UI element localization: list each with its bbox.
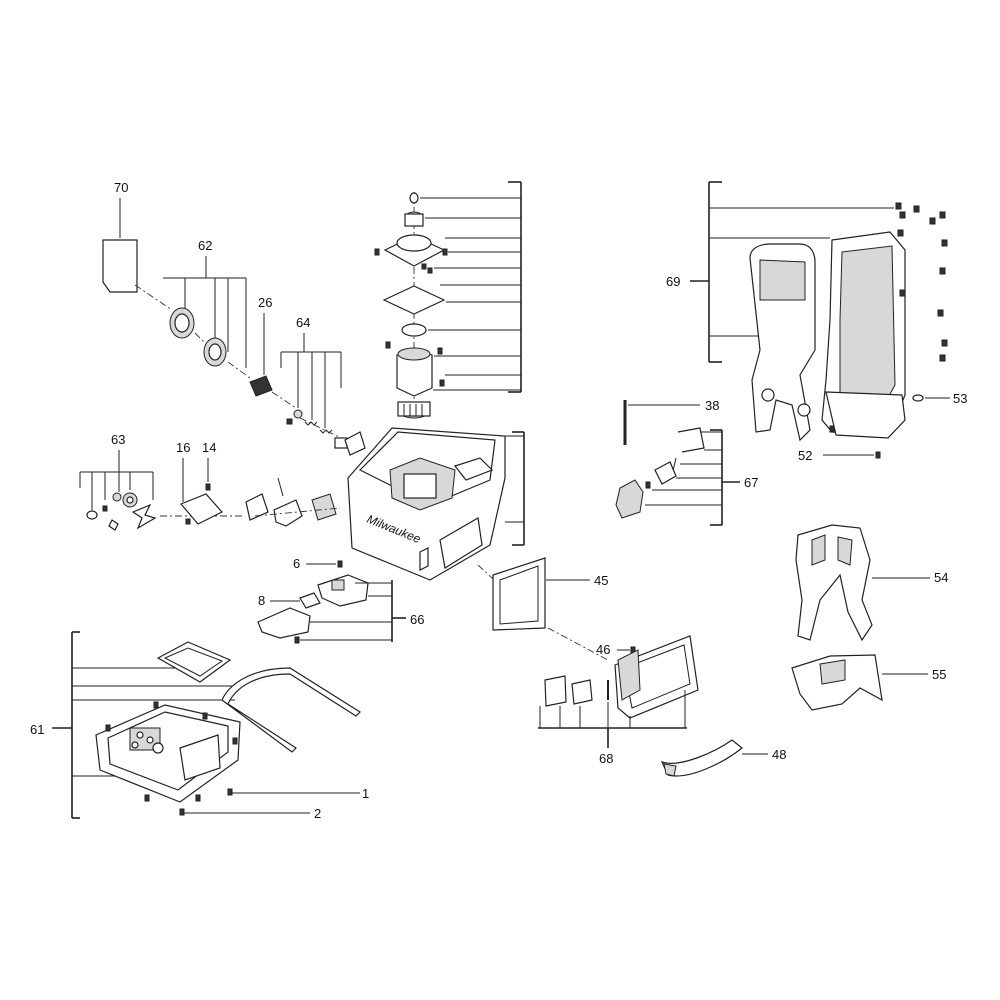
label-26: 26 [258, 295, 272, 310]
part-68-side-cover: 68 [538, 635, 699, 766]
label-66: 66 [410, 612, 424, 627]
part-46-screw: 46 [596, 642, 636, 657]
part-70-manual: 70 [102, 180, 173, 311]
motor-stack [374, 181, 522, 419]
latch-assembly [245, 477, 341, 527]
part-63-switch-parts: 63 [79, 432, 245, 531]
label-8: 8 [258, 593, 265, 608]
label-38: 38 [705, 398, 719, 413]
label-54: 54 [934, 570, 948, 585]
part-38-pin: 38 [623, 398, 719, 445]
part-45-filter: 45 [492, 557, 608, 661]
part-16-cover-plate: 16 [176, 440, 223, 525]
part-62-filter-caps: 62 [163, 238, 251, 379]
label-68: 68 [599, 751, 613, 766]
part-48-handle: 48 [660, 739, 786, 777]
part-67-hinge-assembly: 67 [615, 427, 758, 526]
label-53: 53 [953, 391, 967, 406]
label-14: 14 [202, 440, 216, 455]
label-1: 1 [362, 786, 369, 801]
label-48: 48 [772, 747, 786, 762]
label-61: 61 [30, 722, 44, 737]
label-2: 2 [314, 806, 321, 821]
label-62: 62 [198, 238, 212, 253]
label-52: 52 [798, 448, 812, 463]
label-16: 16 [176, 440, 190, 455]
part-64-springs: 64 [280, 315, 348, 449]
part-54-harness: 54 [795, 524, 948, 642]
part-55-belt: 55 [791, 654, 946, 711]
label-64: 64 [296, 315, 310, 330]
part-14-screw: 14 [202, 440, 216, 491]
part-26-switch: 26 [249, 295, 297, 409]
label-46: 46 [596, 642, 610, 657]
label-70: 70 [114, 180, 128, 195]
part-66-latch-assembly: 6 8 66 [257, 556, 424, 644]
part-69-back-frame: 69 53 52 [666, 181, 967, 463]
main-housing: Milwaukee [344, 427, 525, 591]
label-45: 45 [594, 573, 608, 588]
label-55: 55 [932, 667, 946, 682]
label-6: 6 [293, 556, 300, 571]
label-67: 67 [744, 475, 758, 490]
part-61-base: 61 1 2 [30, 631, 369, 821]
label-69: 69 [666, 274, 680, 289]
label-63: 63 [111, 432, 125, 447]
